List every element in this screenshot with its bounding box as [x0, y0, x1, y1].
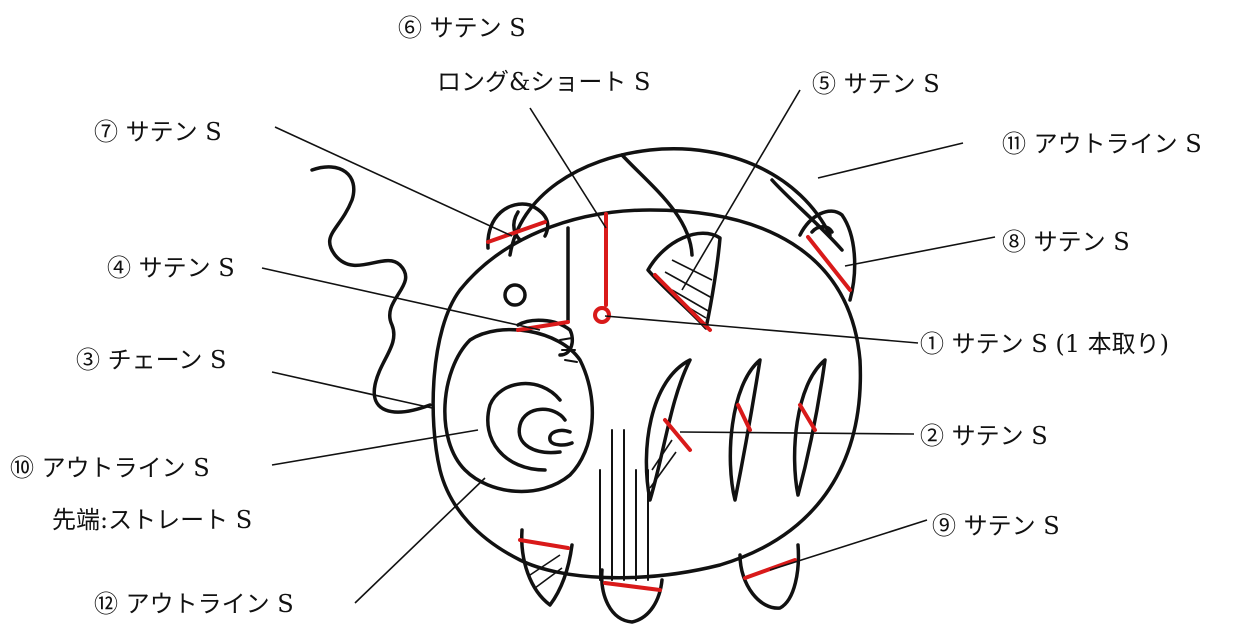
- label-1-satin: ① サテン S (1 本取り): [920, 330, 1169, 358]
- label-6-long-short: ロング&ショート S: [437, 68, 650, 96]
- label-12-outline: ⑫ アウトライン S: [94, 590, 294, 618]
- red-9b: [605, 583, 660, 590]
- label-4-satin: ④ サテン S: [107, 254, 235, 282]
- crescent-3: [795, 360, 825, 495]
- leader-7: [275, 127, 512, 236]
- snout-ring-1: [488, 384, 560, 470]
- label-5-satin: ⑤ サテン S: [812, 70, 940, 98]
- label-10-tip-straight: 先端:ストレート S: [52, 506, 252, 534]
- label-9-satin: ⑨ サテン S: [932, 512, 1060, 540]
- label-8-satin: ⑧ サテン S: [1002, 228, 1130, 256]
- nostril: [550, 430, 572, 445]
- label-11-outline: ⑪ アウトライン S: [1002, 130, 1202, 158]
- leader-3: [272, 372, 432, 408]
- red-9c: [745, 560, 795, 578]
- red-stitches: [488, 214, 850, 590]
- teeth: [560, 338, 577, 362]
- leader-2: [680, 432, 914, 434]
- red-9a: [520, 540, 568, 548]
- belly-stripes: [600, 430, 648, 580]
- label-7-satin: ⑦ サテン S: [94, 118, 222, 146]
- leader-1: [605, 316, 918, 343]
- leader-12: [355, 478, 485, 603]
- snout: [445, 330, 592, 492]
- leader-11: [818, 143, 963, 178]
- leader-10: [272, 430, 478, 465]
- label-10-outline: ⑩ アウトライン S: [10, 454, 210, 482]
- red-8: [808, 237, 850, 290]
- leader-lines: [262, 90, 995, 603]
- leader-4: [262, 268, 540, 330]
- crescent-2: [730, 360, 760, 500]
- tail: [312, 167, 430, 412]
- red-eye-1: [595, 308, 609, 322]
- label-3-chain: ③ チェーン S: [76, 346, 227, 374]
- label-2-satin: ② サテン S: [920, 422, 1048, 450]
- label-6-satin: ⑥ サテン S: [398, 14, 526, 42]
- leader-8: [845, 237, 995, 266]
- eye: [505, 285, 525, 305]
- red-2c: [800, 405, 815, 430]
- leg-front-hatch: [530, 555, 562, 588]
- crescent-1: [646, 360, 690, 500]
- red-2b: [738, 405, 750, 430]
